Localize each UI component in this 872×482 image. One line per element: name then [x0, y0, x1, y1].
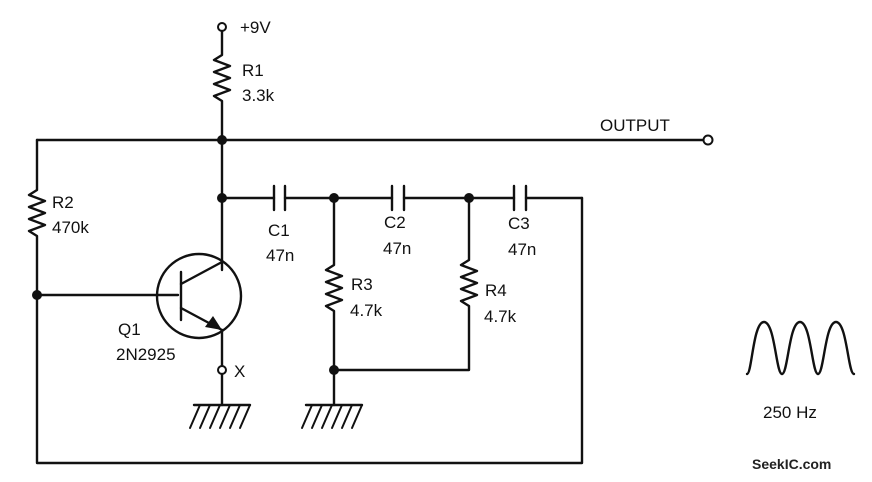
ground-symbol-right	[301, 403, 364, 429]
r3-resistor	[324, 196, 344, 372]
r1-value: 3.3k	[242, 86, 275, 105]
waveform-label: 250 Hz	[763, 403, 817, 422]
c2-name: C2	[384, 213, 406, 232]
r3-name: R3	[351, 275, 373, 294]
c3-capacitor	[512, 184, 528, 212]
ground-symbol-left	[189, 403, 252, 429]
c1-capacitor	[272, 184, 287, 212]
r4-resistor	[332, 196, 479, 372]
c3-name: C3	[508, 214, 530, 233]
c1-value: 47n	[266, 246, 294, 265]
q1-transistor	[155, 252, 243, 340]
c3-value: 47n	[508, 240, 536, 259]
feedback-loop-wire	[35, 196, 584, 465]
r2-value: 470k	[52, 218, 89, 237]
c2-capacitor	[390, 184, 406, 212]
q1-name: Q1	[118, 320, 141, 339]
sine-waveform-icon	[745, 320, 856, 376]
q1-part: 2N2925	[116, 345, 176, 364]
output-label: OUTPUT	[600, 116, 670, 135]
r3-value: 4.7k	[350, 301, 383, 320]
output-terminal	[702, 134, 714, 146]
c1-name: C1	[268, 221, 290, 240]
watermark: SeekIC.com	[752, 456, 831, 472]
supply-label: +9V	[240, 18, 271, 37]
r2-name: R2	[52, 193, 74, 212]
r2-resistor	[27, 138, 47, 297]
node-x-label: X	[234, 362, 245, 381]
r4-name: R4	[485, 281, 507, 300]
r1-name: R1	[242, 61, 264, 80]
r4-value: 4.7k	[484, 307, 517, 326]
r1-resistor	[212, 29, 232, 142]
c2-value: 47n	[383, 239, 411, 258]
